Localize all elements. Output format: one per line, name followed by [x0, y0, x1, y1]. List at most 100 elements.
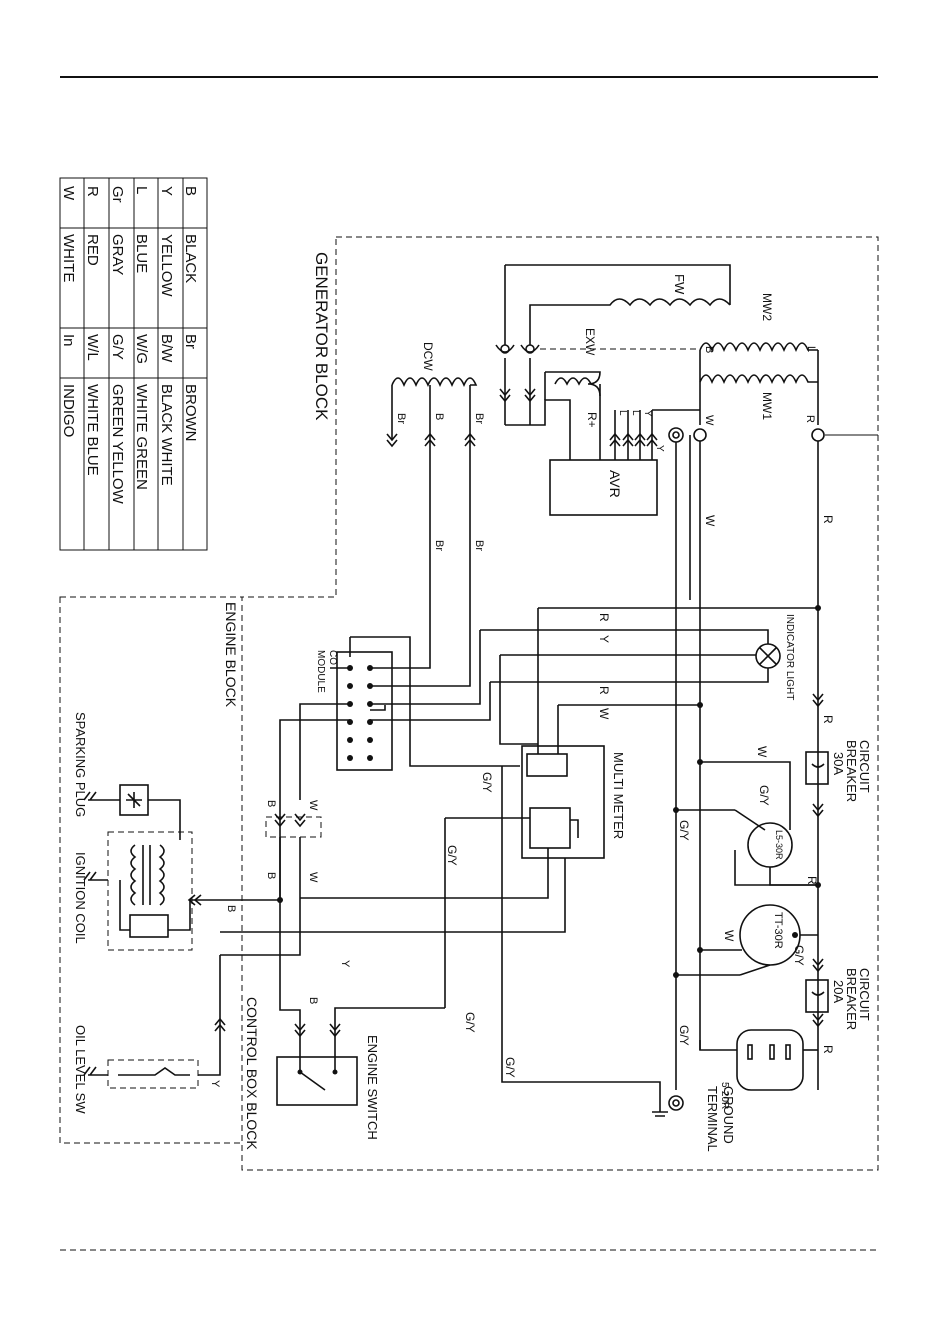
svg-text:MW1: MW1 [760, 392, 774, 420]
legend-name: WHITE [60, 234, 77, 282]
engine-connector: B W B W B Y [190, 800, 351, 968]
legend-name: YELLOW [158, 234, 175, 297]
connector-chevron [812, 1013, 824, 1028]
svg-text:DCW: DCW [421, 342, 435, 371]
svg-text:TT-30R: TT-30R [772, 912, 784, 949]
svg-text:EXW: EXW [583, 328, 597, 356]
svg-text:CIRCUIT: CIRCUIT [857, 740, 872, 793]
ground-terminal: GROUND TERMINAL [652, 1086, 736, 1152]
circuit-breaker-20a: CIRCUIT BREAKER 20A R [805, 968, 872, 1054]
legend-name: BROWN [182, 384, 199, 442]
control-box-block-label: CONTROL BOX BLOCK [244, 997, 260, 1150]
legend-name: BLUE [133, 234, 150, 273]
svg-text:L: L [630, 410, 641, 416]
co-module-pin [367, 683, 373, 689]
svg-text:R+: R+ [585, 412, 599, 428]
svg-text:IGNITION COIL: IGNITION COIL [73, 852, 88, 944]
svg-text:W: W [722, 930, 736, 942]
svg-text:MW2: MW2 [760, 293, 774, 321]
svg-text:SPARKING PLUG: SPARKING PLUG [73, 712, 88, 817]
svg-text:W: W [597, 708, 611, 720]
legend-code: Y [158, 186, 175, 196]
connector-chevron [424, 432, 436, 447]
svg-text:B: B [265, 800, 277, 807]
connector-chevron [812, 693, 824, 708]
svg-text:G/Y: G/Y [503, 1057, 517, 1078]
legend-code: B/W [158, 334, 175, 363]
legend-code: In [60, 334, 77, 347]
oil-level-switch: Y OIL LEVEL SW [73, 955, 221, 1114]
svg-text:BREAKER: BREAKER [844, 740, 859, 802]
l5-30r-outlet: L5-30R W G/Y R [700, 746, 819, 886]
legend-code: Gr [109, 186, 126, 203]
engine-switch: ENGINE SWITCH B [276, 800, 445, 1140]
svg-text:Br: Br [473, 413, 485, 424]
svg-text:Y: Y [597, 635, 611, 643]
legend-code: Br [182, 334, 199, 349]
connector-chevron [609, 432, 621, 447]
svg-text:Br: Br [395, 413, 407, 424]
multi-meter: MULTI METER G/Y G/Y [300, 608, 626, 899]
connector-chevron [294, 1023, 306, 1038]
svg-text:INDICATOR LIGHT: INDICATOR LIGHT [784, 614, 795, 700]
co-module-pin [367, 665, 373, 671]
legend-code: B [182, 186, 199, 196]
svg-text:W: W [307, 800, 319, 811]
svg-text:W: W [307, 872, 319, 883]
legend-name: WHITE GREEN [133, 384, 150, 490]
indicator-light: INDICATOR LIGHT R Y R W [480, 607, 818, 720]
color-legend: BBLACKYYELLOWLBLUEGrGRAYRREDWWHITEBrBROW… [59, 177, 208, 551]
svg-text:L: L [805, 346, 817, 352]
legend-name: INDIGO [60, 384, 77, 437]
generator-block-label: GENERATOR BLOCK [312, 252, 331, 421]
legend-code: W [60, 186, 77, 201]
main-bus-wires: R W [673, 435, 835, 1090]
svg-text:MODULE: MODULE [315, 650, 326, 693]
connector-chevron [294, 813, 306, 828]
legend-name: RED [84, 234, 101, 266]
sparking-plug: SPARKING PLUG [73, 712, 181, 840]
svg-text:BREAKER: BREAKER [844, 968, 859, 1030]
co-module-pin [347, 737, 353, 743]
svg-text:G/Y: G/Y [757, 785, 771, 806]
svg-text:R: R [804, 415, 816, 423]
svg-text:B: B [433, 413, 445, 420]
legend-code: W/L [84, 334, 101, 361]
svg-text:GROUND: GROUND [721, 1086, 736, 1144]
legend-code: G/Y [109, 334, 126, 360]
tt-30r-outlet: TT-30R W G/Y [700, 904, 818, 976]
connector-chevron [812, 803, 824, 818]
svg-text:R: R [597, 686, 611, 695]
svg-text:G/Y: G/Y [463, 1012, 477, 1033]
connector-chevron [524, 388, 536, 403]
svg-text:Y: Y [339, 960, 351, 968]
svg-text:L5-30R: L5-30R [774, 830, 784, 860]
co-module-pin [347, 683, 353, 689]
connector-chevron [646, 432, 658, 447]
svg-text:Y: Y [209, 1080, 221, 1088]
legend-name: GREEN YELLOW [109, 384, 126, 505]
field-winding: FW [504, 264, 731, 345]
svg-text:OIL LEVEL SW: OIL LEVEL SW [73, 1025, 88, 1114]
svg-text:G/Y: G/Y [792, 945, 806, 966]
svg-text:AVR: AVR [607, 470, 623, 498]
ground-wires: G/Y G/Y G/Y G/Y [220, 766, 740, 1100]
ignition-coil: IGNITION COIL [73, 831, 193, 951]
connector-chevron [274, 813, 286, 828]
connector-chevron [214, 1017, 226, 1032]
svg-text:MULTI METER: MULTI METER [611, 752, 626, 839]
svg-text:W: W [755, 746, 769, 758]
legend-code: R [84, 186, 101, 197]
svg-text:W: W [703, 515, 717, 527]
avr-module: AVR L L Y Y [505, 399, 700, 516]
co-module-pin [367, 737, 373, 743]
svg-text:R: R [821, 515, 835, 524]
svg-text:Br: Br [473, 540, 485, 551]
co-module-pin [347, 755, 353, 761]
connector-chevron [187, 894, 202, 906]
connector-chevrons [187, 388, 824, 1038]
svg-text:R: R [821, 1045, 835, 1054]
svg-text:G/Y: G/Y [677, 820, 691, 841]
connector-chevron [329, 1023, 341, 1038]
